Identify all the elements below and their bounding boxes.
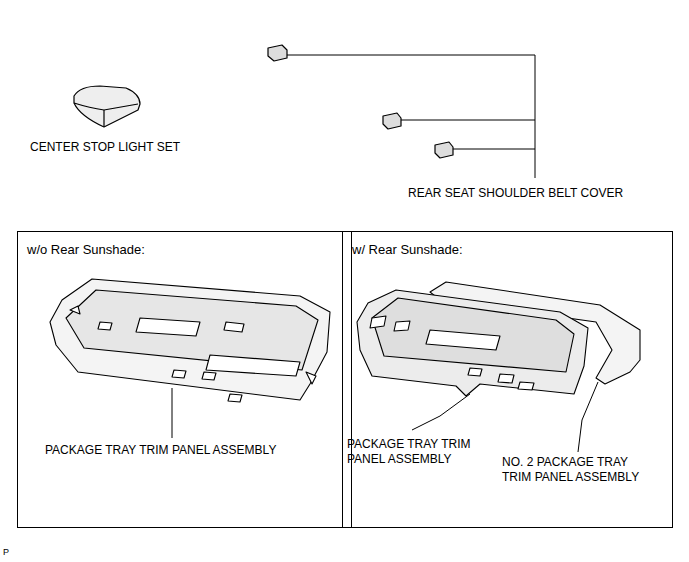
panel-heading: w/o Rear Sunshade: xyxy=(27,242,351,257)
part-name: REAR SEAT SHOULDER BELT COVER xyxy=(408,186,623,201)
part-name: CENTER STOP LIGHT SET xyxy=(30,140,180,155)
part-name: PACKAGE TRAY TRIM PANEL ASSEMBLY xyxy=(347,437,487,467)
part-name: PACKAGE TRAY TRIM PANEL ASSEMBLY xyxy=(45,443,276,458)
page-marker: P xyxy=(3,545,9,560)
part-name: NO. 2 PACKAGE TRAY TRIM PANEL ASSEMBLY xyxy=(502,455,654,485)
panel-heading: w/ Rear Sunshade: xyxy=(352,242,672,257)
variant-panel: w/o Rear Sunshade: xyxy=(17,231,352,528)
